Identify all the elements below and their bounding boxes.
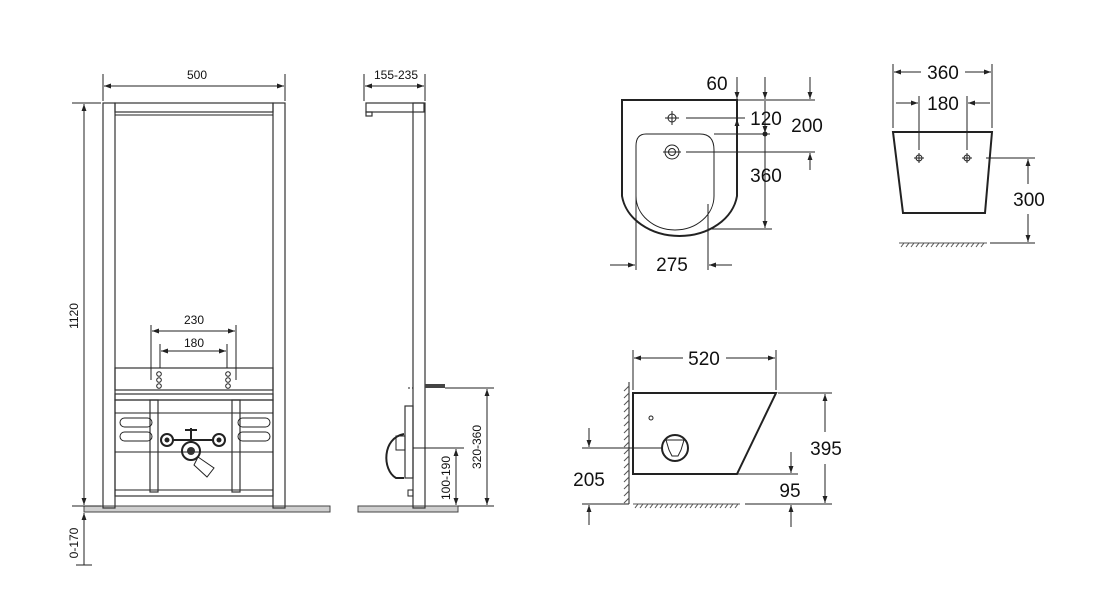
dim-60-label: 60 <box>706 74 727 95</box>
side-post <box>412 102 426 509</box>
bidet-bowl <box>635 133 715 231</box>
floor-hatch <box>634 503 739 509</box>
bolt-hole-icon <box>914 153 972 163</box>
dim-120-label: 120 <box>750 109 782 130</box>
lower-height-label: 100-190 <box>439 456 453 500</box>
rear-height-label: 300 <box>1013 190 1045 211</box>
bidet-top-view: 60 120 200 360 275 <box>610 74 823 276</box>
dim-200-label: 200 <box>791 116 823 137</box>
upper-height-label: 320-360 <box>470 425 484 469</box>
outlet-height-label: 95 <box>779 481 800 502</box>
dim-360-label: 360 <box>750 166 782 187</box>
bidet-rear-view: 360 180 300 <box>891 63 1045 248</box>
lower-bracket <box>114 399 274 497</box>
left-post <box>102 102 116 509</box>
frame-width-label: 500 <box>187 68 207 82</box>
rear-outline <box>891 131 994 214</box>
inlet-icon <box>661 434 689 462</box>
water-valves <box>160 428 226 478</box>
frame-front-view: 500 1120 0-170 230 180 <box>67 68 331 566</box>
frame-side-view: 155-235 320-360 100-190 <box>357 68 494 513</box>
frame-depth-label: 155-235 <box>374 68 418 82</box>
right-post <box>272 102 286 509</box>
side-length-label: 520 <box>688 349 720 370</box>
side-outline <box>632 392 778 475</box>
inner-spacing-label: 180 <box>184 336 204 350</box>
bidet-side-view: 520 395 205 95 <box>573 349 842 527</box>
mounting-plate <box>114 367 274 391</box>
wall-hatch <box>623 385 630 504</box>
rear-width-label: 360 <box>927 63 959 84</box>
mounting-holes <box>156 371 231 389</box>
outer-spacing-label: 230 <box>184 313 204 327</box>
inlet-height-label: 205 <box>573 470 605 491</box>
side-floor-plate <box>357 505 459 513</box>
rear-bolt-spacing-label: 180 <box>927 94 959 115</box>
top-rail <box>114 102 274 113</box>
floor-plate <box>83 505 331 513</box>
bidet-outline <box>621 99 738 237</box>
dim-275-label: 275 <box>656 255 688 276</box>
frame-height-label: 1120 <box>67 303 81 329</box>
floor-adjust-label: 0-170 <box>67 527 81 558</box>
side-height-label: 395 <box>810 439 842 460</box>
